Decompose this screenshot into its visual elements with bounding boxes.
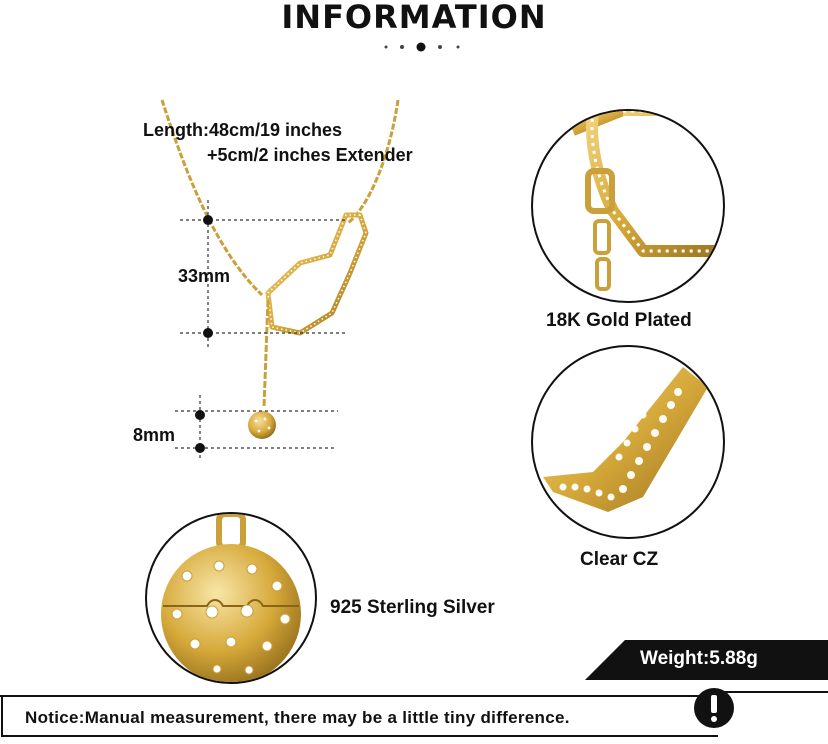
extender-label: +5cm/2 inches Extender: [207, 145, 413, 165]
exclamation-icon: [694, 688, 734, 728]
pendant-size-label: 33mm: [178, 266, 231, 286]
length-label: Length:48cm/19 inches: [143, 120, 343, 140]
weight-banner: [585, 640, 828, 680]
weight-label: Weight:5.88g: [640, 648, 758, 669]
notice-text: Notice:Manual measurement, there may be …: [25, 708, 570, 727]
page-title: INFORMATION: [281, 0, 547, 36]
clasp-detail-image: [531, 109, 725, 303]
material-label: 925 Sterling Silver: [330, 597, 495, 618]
notice-frame: [0, 691, 828, 737]
ball-detail-image: [145, 512, 317, 684]
cz-detail-image: [531, 345, 725, 539]
plating-label: 18K Gold Plated: [546, 310, 692, 331]
ball-size-label: 8mm: [133, 425, 176, 445]
stones-label: Clear CZ: [580, 549, 659, 570]
necklace-illustration: [160, 99, 400, 439]
measurement-guides: [175, 200, 348, 458]
title-divider-dots: [384, 42, 460, 52]
